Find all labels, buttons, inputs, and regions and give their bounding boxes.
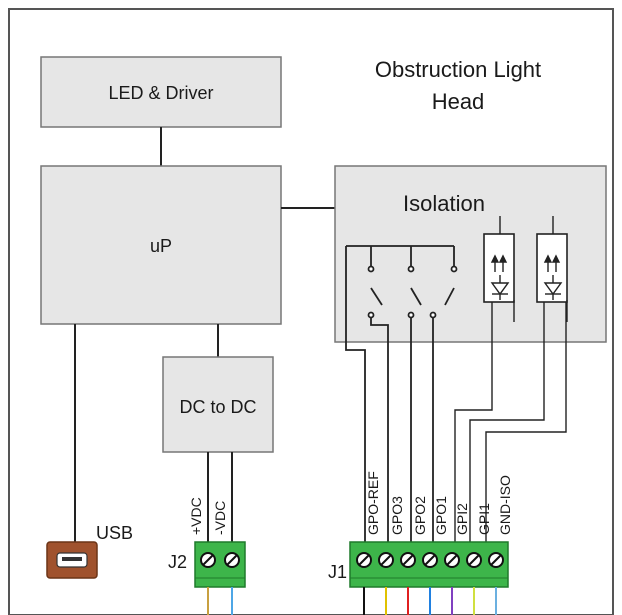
j1-screw-terminals [356,552,504,568]
title-line2: Head [432,89,485,114]
j1-pin-label: GPI2 [454,503,470,535]
j2-pin-label: +VDC [188,497,204,535]
microprocessor-label: uP [150,236,172,256]
j1-screw-slot [468,554,480,566]
j1-screw-slot [358,554,370,566]
j1-screw-slot [380,554,392,566]
j1-pin-label: GPO2 [412,496,428,535]
led-driver-label: LED & Driver [108,83,213,103]
dc-to-dc-block: DC to DC [162,356,274,453]
j1-wires [363,587,497,615]
usb-label: USB [96,523,133,543]
j1-pin-label: GPO-REF [365,471,381,535]
j1-screw-slot [490,554,502,566]
title-line1: Obstruction Light [375,57,541,82]
outer-frame [8,8,614,615]
j1-screw-slot [402,554,414,566]
dc-to-dc-label: DC to DC [179,397,256,417]
j1-pin-labels: GPO-REF GPO3 GPO2 GPO1 GPI2 GPI1 GND-ISO [365,471,513,535]
j2-terminal-block [194,541,246,588]
usb-connector [46,541,98,579]
j2-label: J2 [168,552,187,572]
j1-pin-label: GPO1 [433,496,449,535]
j1-label: J1 [328,562,347,582]
isolation-label: Isolation [403,191,485,216]
j1-pin-label: GPO3 [389,496,405,535]
j1-screw-slot [446,554,458,566]
relay-switches [345,245,458,545]
j1-pin-label: GPI1 [476,503,492,535]
j1-screw-slot [424,554,436,566]
led-driver-block: LED & Driver [40,56,282,128]
j2-pin-label: -VDC [212,501,228,535]
j1-pin-label: GND-ISO [497,475,513,535]
microprocessor-block: uP [40,165,282,325]
